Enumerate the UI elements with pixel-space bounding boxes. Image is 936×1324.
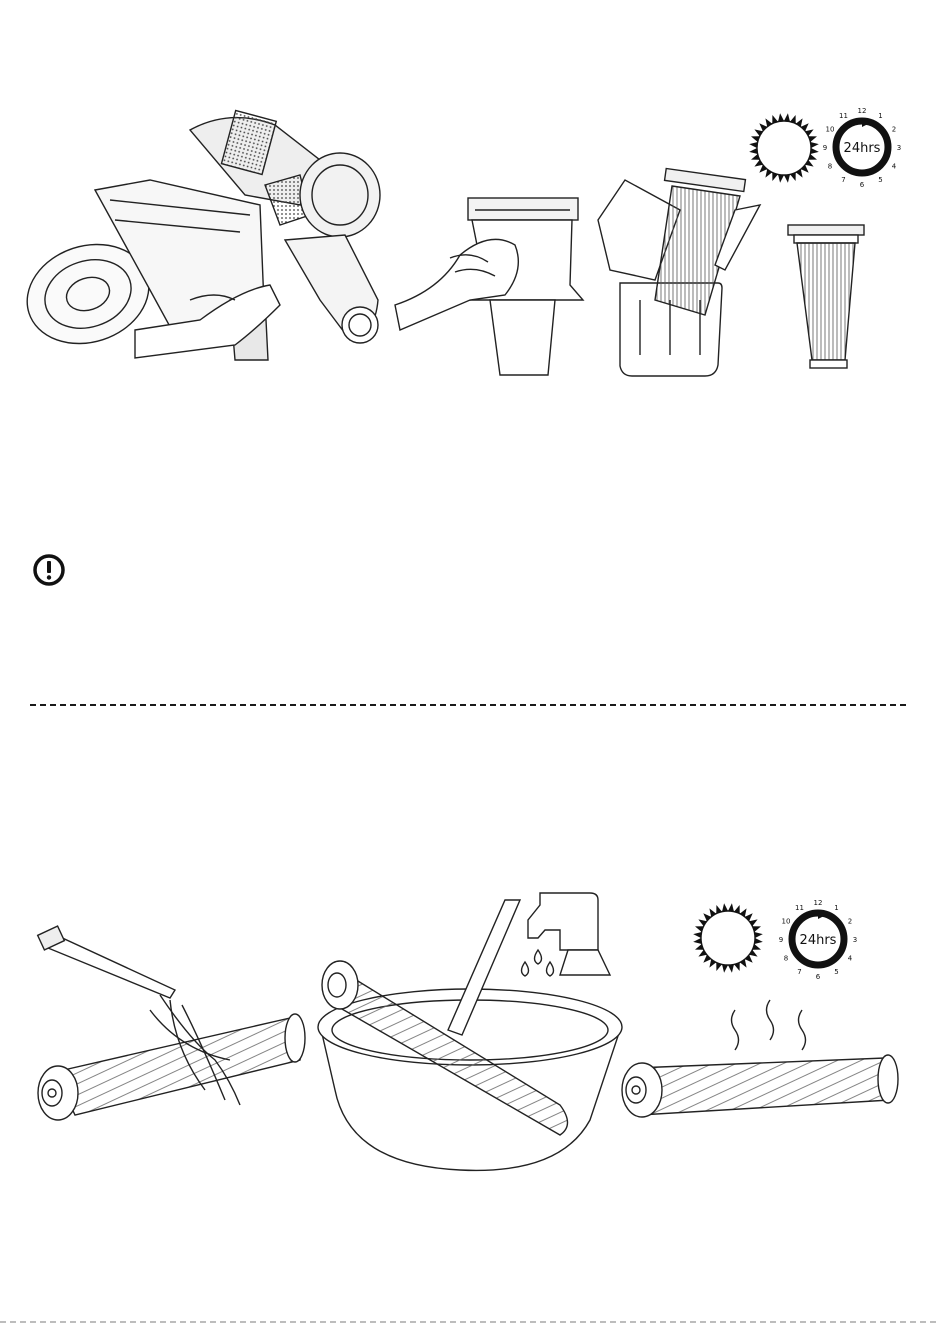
clock-number: 10 — [826, 126, 835, 134]
sun-icon — [749, 113, 819, 183]
clock-number: 12 — [858, 107, 867, 115]
clock-label: 24hrs — [844, 141, 881, 156]
clock-number: 4 — [848, 955, 853, 963]
filter-drying-illustration — [788, 225, 864, 368]
clock-number: 5 — [834, 968, 838, 976]
clock-label: 24hrs — [800, 933, 837, 948]
clock-number: 4 — [892, 163, 897, 171]
clock-number: 1 — [834, 904, 838, 912]
water-drop-icon — [522, 962, 529, 976]
clock-number: 10 — [782, 918, 791, 926]
clock-number: 11 — [839, 112, 848, 120]
vacuum-bin-wipe-illustration — [14, 110, 380, 360]
clock-number: 11 — [795, 904, 804, 912]
clock-number: 9 — [779, 936, 783, 944]
filter-housing-wipe-illustration — [395, 198, 583, 375]
sun-icon — [693, 903, 763, 973]
clock-number: 3 — [853, 936, 857, 944]
clock-number: 9 — [823, 144, 827, 152]
tap-icon — [528, 893, 598, 950]
clock-number: 6 — [816, 973, 821, 981]
brushroll-drying-illustration — [622, 1055, 898, 1117]
clock-number: 6 — [860, 181, 865, 189]
brushroll-wash-illustration — [318, 893, 622, 1170]
brushroll-hair-removal-illustration — [38, 926, 305, 1120]
clock-number: 5 — [878, 176, 882, 184]
clock-number: 2 — [848, 918, 852, 926]
clock-number: 7 — [841, 176, 845, 184]
clock-number: 8 — [828, 163, 832, 171]
clock-number: 7 — [797, 968, 801, 976]
clock-number: 1 — [878, 112, 882, 120]
page-edge — [0, 1321, 936, 1323]
clock-number: 3 — [897, 144, 901, 152]
clock-number: 8 — [784, 955, 788, 963]
clock-number: 12 — [814, 899, 823, 907]
warning-icon — [32, 553, 66, 587]
drying-steam — [732, 1000, 806, 1050]
brush-icon — [42, 936, 175, 998]
filter-soak-illustration — [598, 168, 760, 376]
clock-number: 2 — [892, 126, 896, 134]
section-divider — [30, 704, 906, 706]
